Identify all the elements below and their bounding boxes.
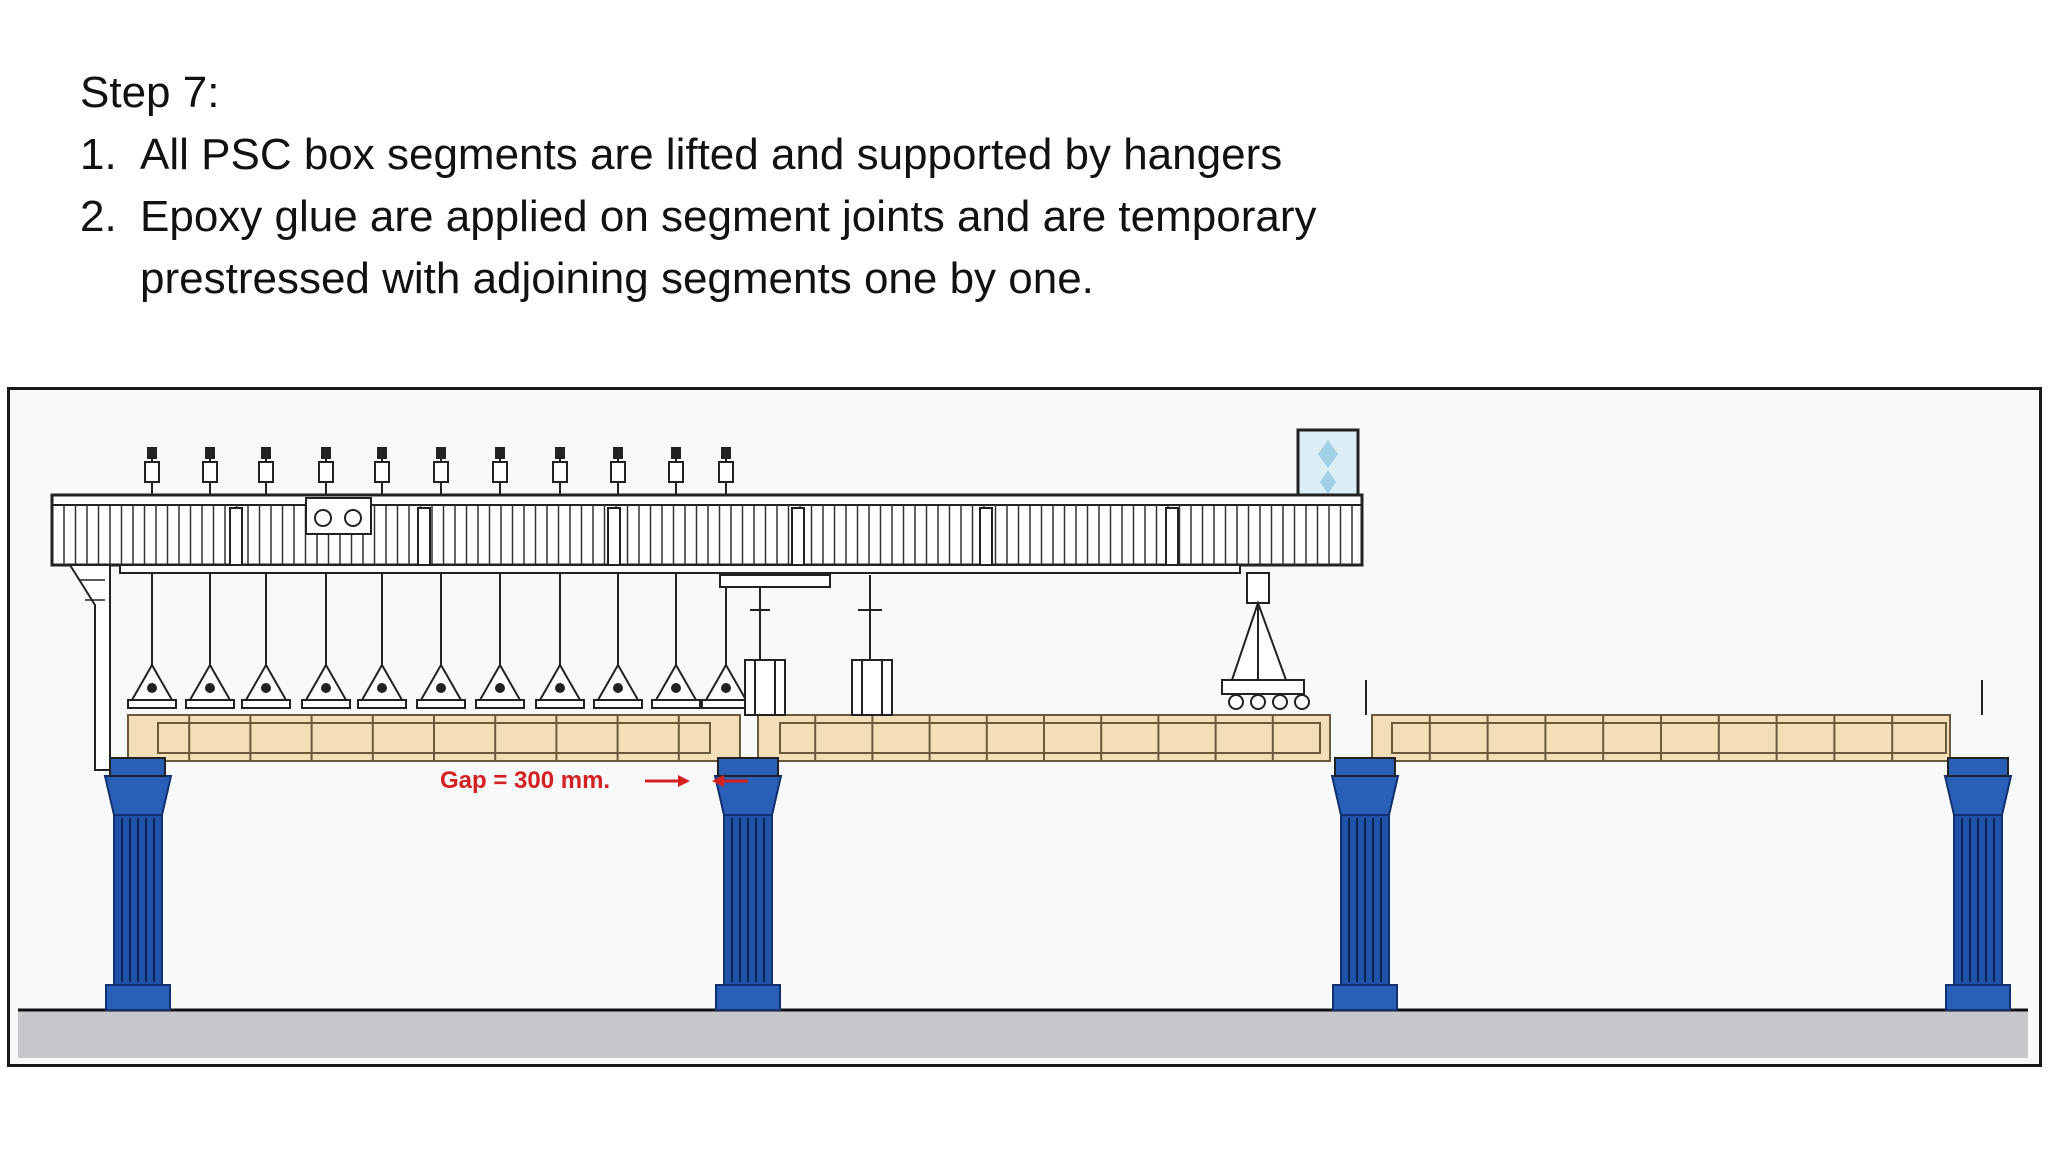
list-item-text: Epoxy glue are applied on segment joints… xyxy=(140,192,1317,303)
piers xyxy=(103,775,2013,1011)
list-item-text: All PSC box segments are lifted and supp… xyxy=(140,130,1283,179)
hanger-icon xyxy=(593,447,643,709)
gantry-girder-icon xyxy=(50,428,1364,771)
hanger-icon xyxy=(301,447,351,709)
list-item: 1. All PSC box segments are lifted and s… xyxy=(80,124,1480,186)
gap-annotation: Gap = 300 mm. xyxy=(440,767,748,794)
hangers xyxy=(127,447,751,709)
launching-gantry-diagram: Gap = 300 mm. xyxy=(7,387,2042,1067)
hanger-icon xyxy=(701,447,751,709)
hanger-icon xyxy=(185,447,235,709)
slide-text: Step 7: 1. All PSC box segments are lift… xyxy=(80,62,1480,310)
pier-icon xyxy=(1943,775,2013,1011)
list-item-number: 2. xyxy=(80,192,117,241)
step-title: Step 7: xyxy=(80,68,220,117)
span-segments-3 xyxy=(1371,714,1951,762)
lifting-trolley xyxy=(719,574,893,716)
hanger-icon xyxy=(416,447,466,709)
pier-icon xyxy=(713,775,783,1011)
list-item: 2. Epoxy glue are applied on segment joi… xyxy=(80,186,1480,310)
diagram-svg: Gap = 300 mm. xyxy=(18,428,2028,1058)
hanger-icon xyxy=(357,447,407,709)
hanger-icon xyxy=(475,447,525,709)
gap-label: Gap = 300 mm. xyxy=(440,767,610,794)
pier-icon xyxy=(103,775,173,1011)
list-item-number: 1. xyxy=(80,130,117,179)
hanger-icon xyxy=(535,447,585,709)
span-segments-1 xyxy=(127,714,741,762)
span-segments-2 xyxy=(757,714,1331,762)
ground xyxy=(18,1008,2028,1058)
hanger-icon xyxy=(127,447,177,709)
deck-segments xyxy=(109,680,2009,777)
front-support-leg xyxy=(1221,572,1310,710)
hanger-icon xyxy=(651,447,701,709)
hanger-icon xyxy=(241,447,291,709)
gap-arrow-icon xyxy=(645,775,748,787)
pier-icon xyxy=(1330,775,1400,1011)
